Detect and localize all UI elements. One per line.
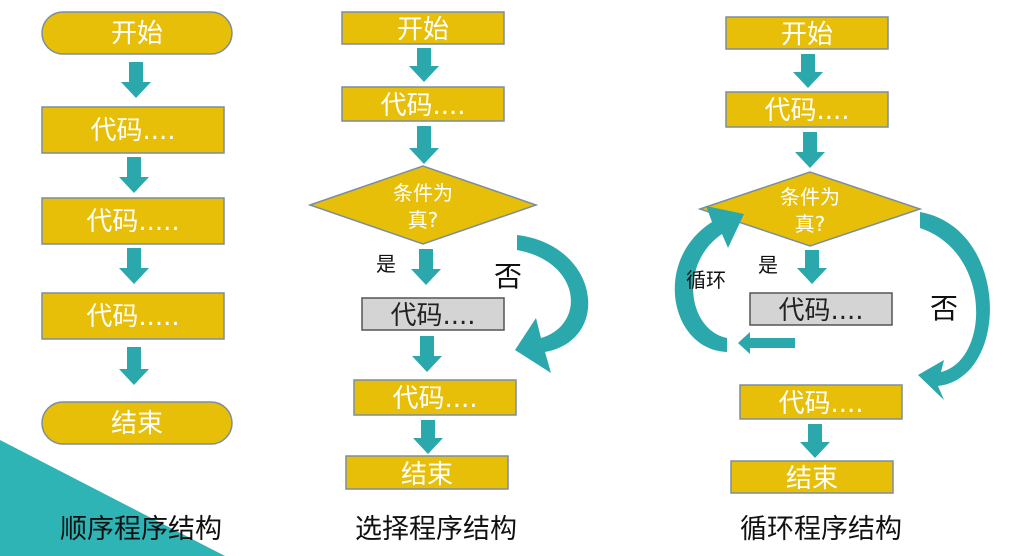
sel-code-node-1 <box>341 86 505 122</box>
sel-arrow-4 <box>413 420 443 454</box>
sel-end-node <box>345 455 509 490</box>
seq-code-node-2 <box>41 197 225 245</box>
loop-code-node-2 <box>739 384 903 420</box>
loop-code-label-1: 代码.... <box>764 96 849 126</box>
loop-code-node-1 <box>725 91 889 128</box>
loop-label: 循环 <box>686 268 726 292</box>
sel-code-label-2: 代码.... <box>392 384 477 414</box>
loop-arrow-yes <box>797 250 827 284</box>
loop-back-curve-arrow <box>674 206 744 352</box>
sel-end-label: 结束 <box>401 460 453 490</box>
seq-code-label-2: 代码..... <box>86 207 179 237</box>
seq-code-label-3: 代码..... <box>86 302 179 332</box>
sel-condition-node <box>307 165 539 245</box>
seq-arrow-2 <box>119 157 149 193</box>
sel-condition-line1: 条件为 <box>393 181 453 205</box>
sel-no-label: 否 <box>494 260 522 293</box>
loop-end-node <box>730 460 894 494</box>
seq-code-node-3 <box>41 292 225 340</box>
loop-return-arrow <box>738 332 795 354</box>
loop-arrow-1 <box>793 54 823 88</box>
loop-caption: 循环程序结构 <box>740 514 902 545</box>
loop-body-code-label: 代码.... <box>778 296 863 326</box>
corner-decoration <box>0 440 225 556</box>
selection-structure: 开始 代码.... 条件为 真? 是 代码.... 否 代码.... 结束 选择… <box>307 11 589 545</box>
sel-code-label-1: 代码.... <box>380 91 465 121</box>
sel-arrow-yes <box>411 249 441 285</box>
seq-start-node <box>41 11 233 55</box>
sel-arrow-2 <box>409 126 439 164</box>
loop-body-code-node <box>749 292 893 326</box>
loop-start-node <box>725 16 889 50</box>
seq-caption: 顺序程序结构 <box>60 514 222 545</box>
sel-code-node-2 <box>353 379 517 416</box>
seq-arrow-4 <box>119 347 149 385</box>
sel-branch-code-node <box>361 297 505 331</box>
loop-condition-node <box>697 171 923 247</box>
loop-condition-line1: 条件为 <box>780 185 840 209</box>
loop-yes-label: 是 <box>758 253 778 277</box>
sel-arrow-3 <box>412 336 442 372</box>
loop-no-curve-arrow <box>918 212 990 400</box>
loop-arrow-4 <box>800 424 830 458</box>
sel-yes-label: 是 <box>376 252 396 276</box>
sel-start-label: 开始 <box>397 15 449 45</box>
loop-code-label-2: 代码.... <box>778 389 863 419</box>
sel-condition-line2: 真? <box>408 208 439 232</box>
sel-arrow-1 <box>409 48 439 82</box>
loop-start-label: 开始 <box>781 20 833 50</box>
seq-arrow-3 <box>119 248 149 284</box>
sel-caption: 选择程序结构 <box>355 514 517 545</box>
sel-no-curve-arrow <box>515 235 589 373</box>
seq-arrow-1 <box>121 62 151 98</box>
sel-start-node <box>341 11 505 45</box>
sel-branch-code-label: 代码.... <box>390 301 475 331</box>
loop-arrow-2 <box>795 132 825 168</box>
seq-code-node-1 <box>41 106 225 154</box>
loop-structure: 开始 代码.... 条件为 真? 是 代码.... 循环 否 代码.... 结束… <box>674 16 990 545</box>
seq-end-label: 结束 <box>111 409 163 439</box>
loop-condition-line2: 真? <box>795 212 826 236</box>
sequence-structure: 开始 代码.... 代码..... 代码..... 结束 顺序程序结构 <box>41 11 233 545</box>
seq-end-node <box>41 401 233 445</box>
seq-code-label-1: 代码.... <box>90 116 175 146</box>
loop-no-label: 否 <box>930 292 958 325</box>
seq-start-label: 开始 <box>111 19 163 49</box>
loop-end-label: 结束 <box>786 464 838 494</box>
